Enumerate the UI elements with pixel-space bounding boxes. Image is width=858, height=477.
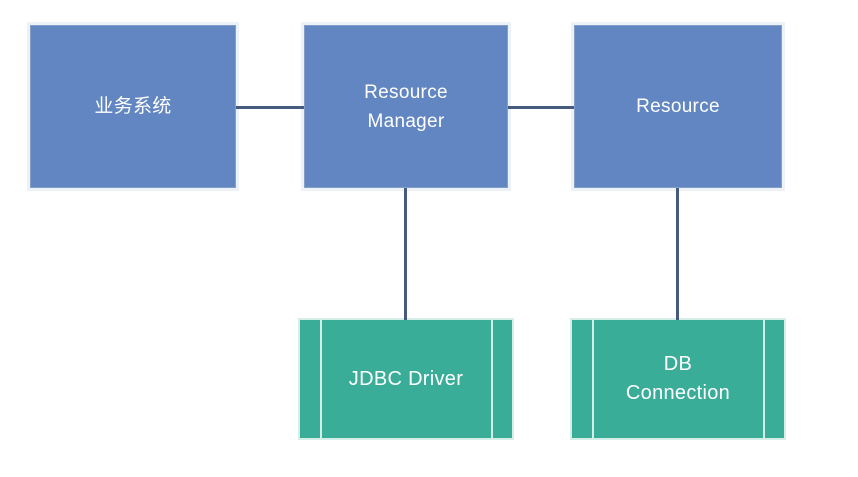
node-jdbc-driver-label: JDBC Driver [349,365,463,394]
node-db-connection-label-line1: DB [663,353,693,375]
edge-resource-manager-to-resource [508,106,574,109]
component-stripe-right [491,320,493,438]
node-db-connection-label: DB Connection [626,350,730,408]
node-jdbc-driver-label-line: JDBC Driver [348,367,464,390]
edge-resource-manager-to-jdbc-driver [404,188,407,320]
node-resource-manager: Resource Manager [301,22,511,191]
component-stripe-right [763,320,765,438]
node-resource-manager-label-line2: Manager [367,110,445,132]
node-resource-label: Resource [636,92,720,121]
node-resource-label-line: Resource [636,96,720,117]
node-resource: Resource [571,22,785,191]
node-jdbc-driver: JDBC Driver [298,318,514,440]
node-business-system-label: 业务系统 [94,92,171,121]
node-db-connection: DB Connection [570,318,786,440]
node-business-system-label-line: 业务系统 [94,96,172,117]
node-db-connection-label-line2: Connection [625,382,731,404]
node-resource-manager-label: Resource Manager [364,78,448,136]
node-resource-manager-label-line1: Resource [364,81,448,103]
component-stripe-left [320,320,322,438]
node-business-system: 业务系统 [27,22,239,191]
component-stripe-left [592,320,594,438]
edge-business-to-resource-manager [236,106,304,109]
edge-resource-to-db-connection [676,188,679,320]
